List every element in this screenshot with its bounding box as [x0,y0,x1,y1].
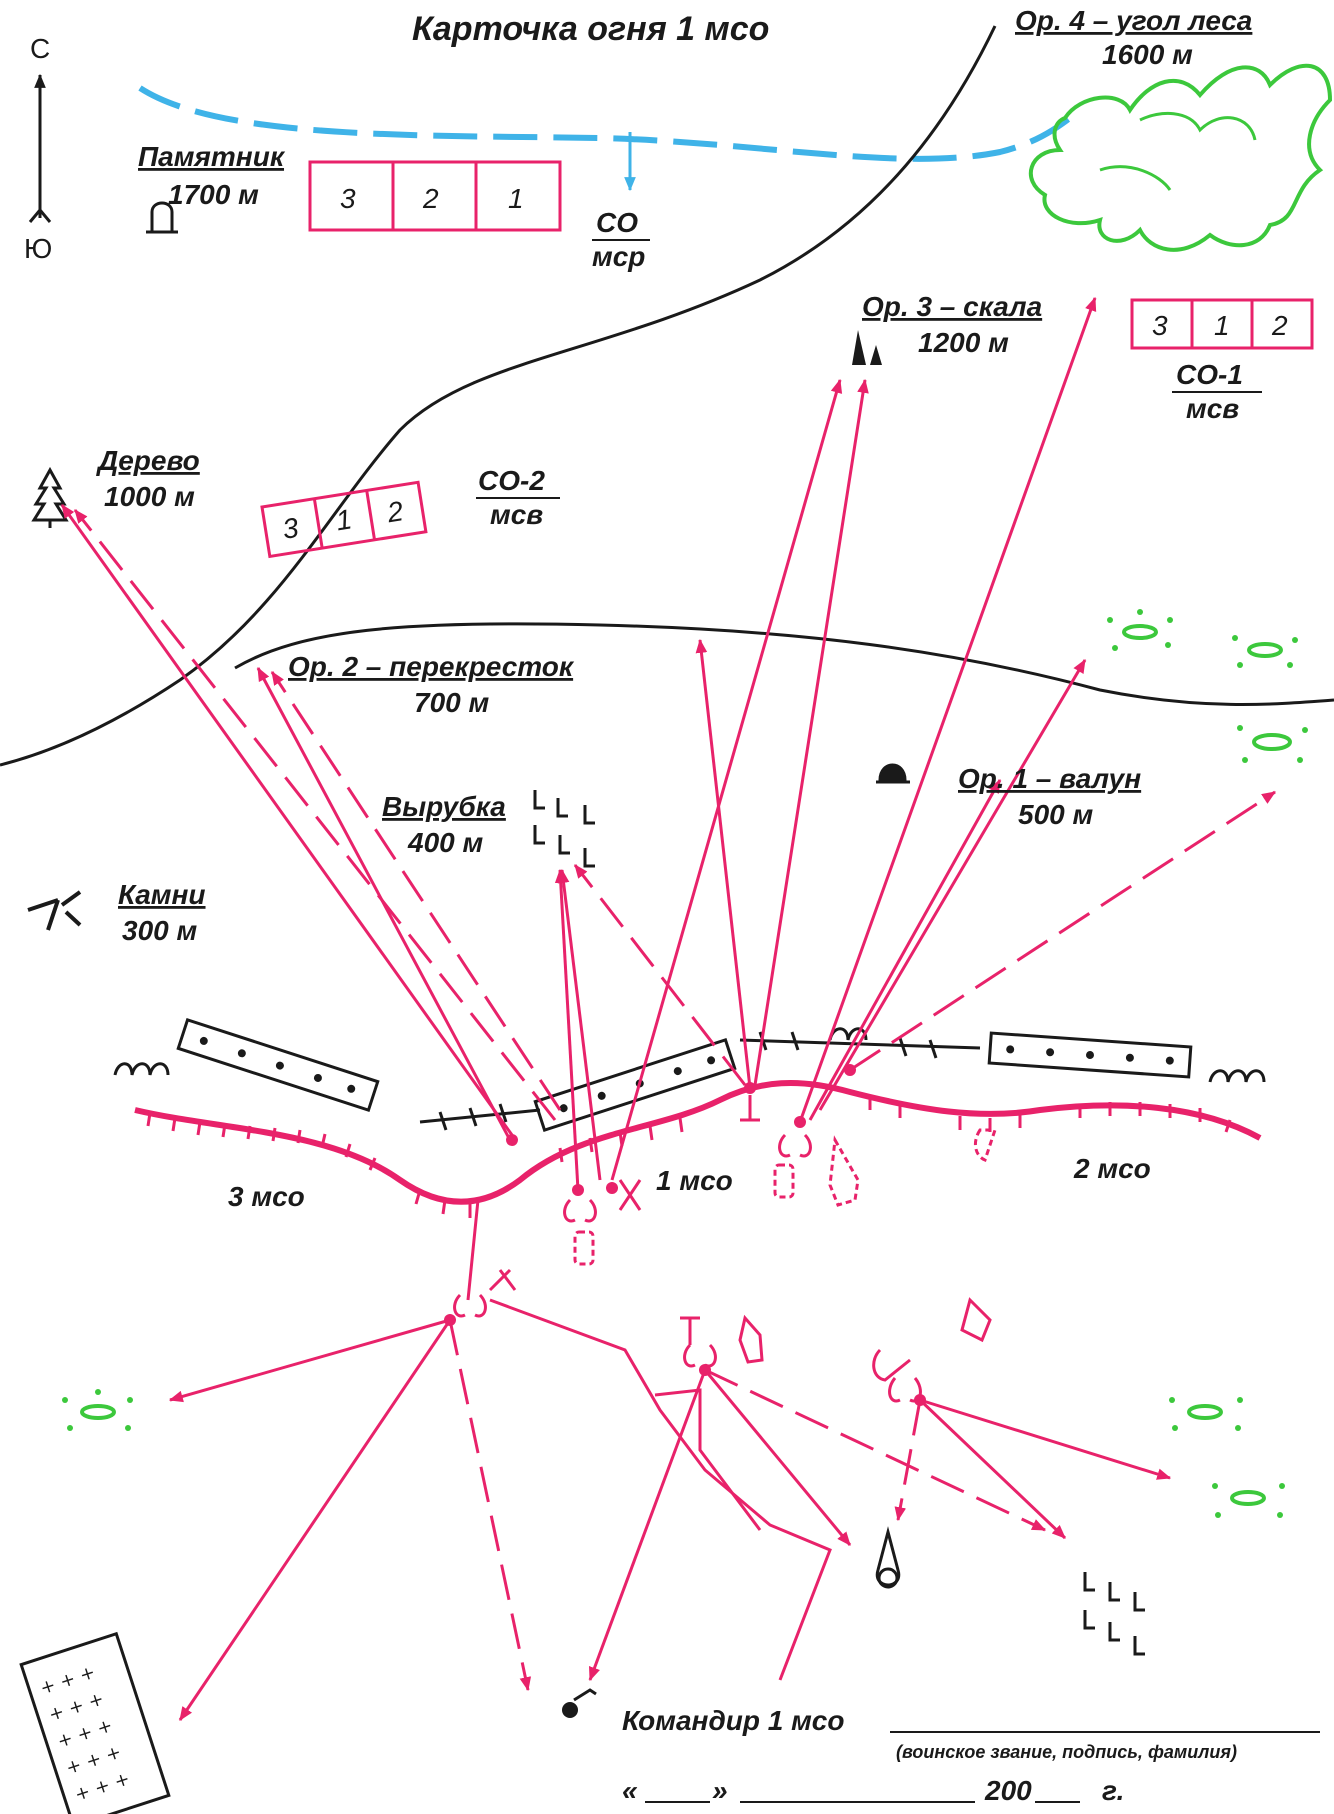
zone-cell: 2 [384,495,406,528]
compass-south: Ю [24,233,52,264]
date-open: « [622,1775,638,1806]
rock-icon [852,330,882,365]
landmark-range: 400 м [407,827,483,858]
landmark-name: Памятник [138,141,286,172]
squad-label-2: 2 мсо [1073,1153,1151,1184]
zone-cell: 3 [1152,310,1168,341]
monument-icon [146,201,178,234]
boulder-icon [876,763,910,784]
forest [1028,63,1333,252]
fire-sectors-solid [60,296,1172,1721]
landmark-1[interactable]: Ор. 1 – валун 500 м [958,763,1141,830]
landmark-range: 500 м [1018,799,1093,830]
landmark-2[interactable]: Ор. 2 – перекресток 700 м [288,651,575,718]
river [138,85,1072,162]
bushes [80,624,1292,1506]
fire-zone-so-1[interactable]: 3 1 2 СО-1 мсв [1130,298,1314,424]
commander-icon [562,1688,597,1718]
date-year-suffix: г. [1102,1775,1124,1806]
landmark-4[interactable]: Ор. 4 – угол леса 1600 м [1015,5,1252,70]
landmark-clearing[interactable]: Вырубка 400 м [382,791,506,858]
fire-zone-so-2[interactable]: 3 1 2 СО-2 мсв [260,465,560,559]
trench-line [134,1079,1262,1205]
landmark-name: Камни [118,879,206,910]
fire-sectors-dashed [73,509,1276,1692]
minefield-icon: + + ++ + ++ + ++ + ++ + + [19,1631,171,1814]
date-close: » [712,1775,728,1806]
zone-unit: мсв [490,499,543,530]
stones-icon [27,890,82,931]
landmark-range: 300 м [122,915,197,946]
zone-label: СО-1 [1176,359,1243,390]
landmark-3[interactable]: Ор. 3 – скала 1200 м [862,291,1042,358]
landmark-stones[interactable]: Камни 300 м [118,879,206,946]
landmark-name: Ор. 4 – угол леса [1015,5,1252,36]
signature-hint: (воинское звание, подпись, фамилия) [896,1742,1237,1762]
zone-label: СО-2 [478,465,545,496]
landmark-range: 1200 м [918,327,1009,358]
landmark-name: Ор. 2 – перекресток [288,651,575,682]
landmark-range: 1000 м [104,481,195,512]
commander-label: Командир 1 мсо [622,1705,844,1736]
zone-cell: 3 [280,512,301,545]
landmark-name: Ор. 3 – скала [862,291,1042,322]
squad-label-3: 3 мсо [228,1181,305,1212]
clearing-icon-top [533,790,595,868]
landmark-range: 1600 м [1102,39,1193,70]
landmark-range: 1700 м [168,179,259,210]
landmark-name: Вырубка [382,791,506,822]
trench-ticks [146,1096,1232,1218]
landmark-name: Ор. 1 – валун [958,763,1141,794]
zone-unit: мср [592,241,645,272]
landmark-monument[interactable]: Памятник 1700 м [138,141,286,210]
comm-trenches [466,1199,832,1681]
compass: С Ю [24,33,52,264]
clearing-icon-bottom [1083,1572,1145,1656]
fire-zone-so[interactable]: 3 2 1 СО мср [308,160,650,272]
compass-north: С [30,33,50,64]
zone-cell: 2 [422,183,439,214]
zone-cell: 2 [1271,310,1288,341]
zone-cell: 3 [340,183,356,214]
date-year: 200 [984,1775,1032,1806]
landmark-tree[interactable]: Дерево 1000 м [96,445,200,512]
landmark-name: Дерево [96,445,200,476]
zone-cell: 1 [508,183,524,214]
squad-label-1: 1 мсо [656,1165,733,1196]
zone-cell: 1 [334,503,354,536]
zone-label: СО [596,207,638,238]
zone-unit: мсв [1186,393,1239,424]
landmark-range: 700 м [414,687,489,718]
signature-block[interactable]: Командир 1 мсо (воинское звание, подпись… [622,1705,1320,1806]
zone-cell: 1 [1214,310,1230,341]
tree-icon [31,466,69,528]
map-title: Карточка огня 1 мсо [412,10,769,48]
observation-post-icon [875,1526,901,1589]
road-main [0,25,997,767]
weapon-symbols [453,1095,998,1403]
fire-positions [444,1064,926,1406]
